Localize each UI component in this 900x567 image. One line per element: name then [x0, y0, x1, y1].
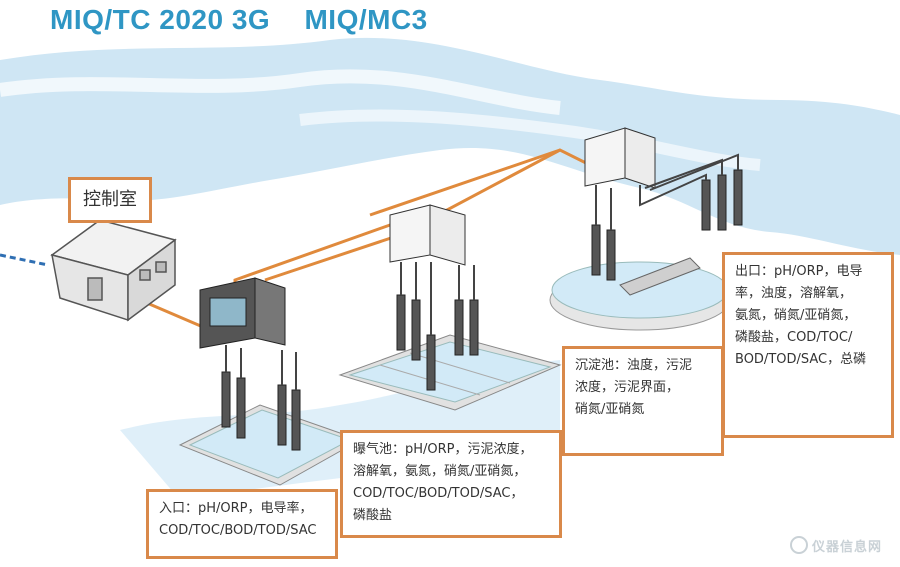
- sedimentation-label: 沉淀池：浊度，污泥 浓度，污泥界面， 硝氮/亚硝氮: [562, 346, 724, 456]
- page-title: MIQ/TC 2020 3G MIQ/MC3: [50, 4, 428, 36]
- controller-1: [199, 277, 286, 349]
- control-room-label: 控制室: [68, 177, 152, 223]
- watermark: 仪器信息网: [789, 536, 882, 555]
- aeration-sensors: [396, 294, 479, 391]
- watermark-text: 仪器信息网: [811, 539, 882, 554]
- control-room-house: [50, 219, 177, 322]
- title-right: MIQ/MC3: [304, 4, 428, 35]
- controller-2: [389, 204, 466, 266]
- title-left: MIQ/TC 2020 3G: [50, 4, 271, 35]
- sedimentation-basin: [549, 257, 731, 331]
- outlet-label: 出口：pH/ORP，电导 率，浊度，溶解氧， 氨氮，硝氮/亚硝氮， 磷酸盐，CO…: [722, 252, 894, 438]
- basin-sensors: [591, 169, 743, 281]
- controller-3: [584, 127, 656, 189]
- watermark-icon: [789, 536, 808, 554]
- aeration-label: 曝气池：pH/ORP，污泥浓度， 溶解氧，氨氮，硝氮/亚硝氮， COD/TOC/…: [340, 430, 562, 538]
- incoming-signal-line: [0, 253, 49, 267]
- inlet-label: 入口：pH/ORP，电导率， COD/TOC/BOD/TOD/SAC: [146, 489, 338, 559]
